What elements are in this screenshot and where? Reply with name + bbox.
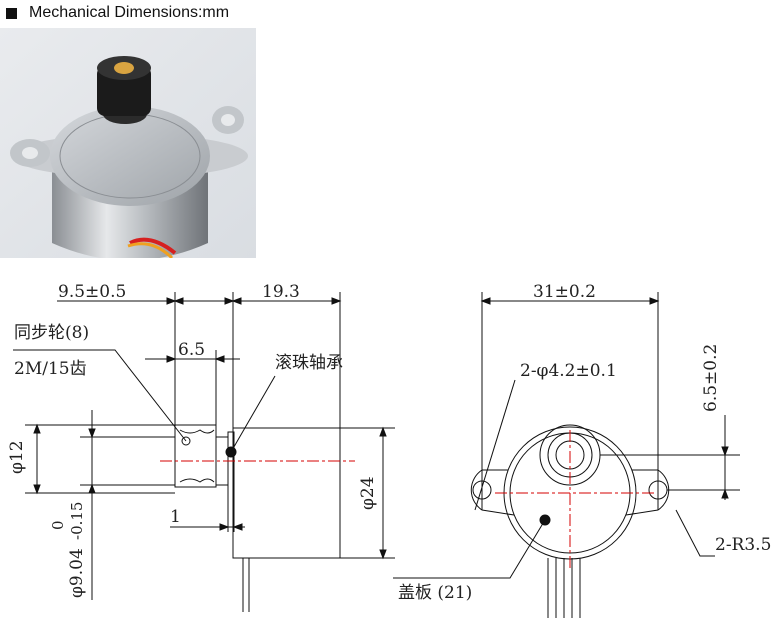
dim-inner: 6.5	[178, 340, 205, 360]
dim-shaft-tol-lower: -0.15	[68, 502, 86, 540]
dim-small: 1	[170, 507, 181, 527]
section-header: Mechanical Dimensions:mm	[6, 2, 229, 24]
label-gear: 同步轮(8)	[14, 323, 89, 343]
label-gear-spec: 2M/15齿	[14, 359, 87, 379]
dim-top-right: 19.3	[262, 282, 300, 302]
section-title: Mechanical Dimensions:mm	[29, 4, 230, 21]
dim-shaft: φ9.04	[67, 548, 87, 598]
dim-height-large: φ24	[358, 476, 378, 510]
dim-height-small: φ12	[7, 440, 27, 474]
dim-top-left: 9.5±0.5	[58, 282, 126, 302]
motor-photo	[0, 28, 256, 258]
dim-offset: 6.5±0.2	[701, 344, 721, 412]
label-bearing: 滚珠轴承	[275, 353, 343, 373]
dim-width: 31±0.2	[533, 282, 596, 302]
dim-shaft-tol-upper: 0	[49, 520, 67, 530]
dim-holes: 2-φ4.2±0.1	[520, 361, 617, 381]
label-cover: 盖板 (21)	[398, 583, 472, 603]
bullet-square-icon	[6, 7, 17, 19]
dim-radius: 2-R3.5	[715, 535, 771, 555]
